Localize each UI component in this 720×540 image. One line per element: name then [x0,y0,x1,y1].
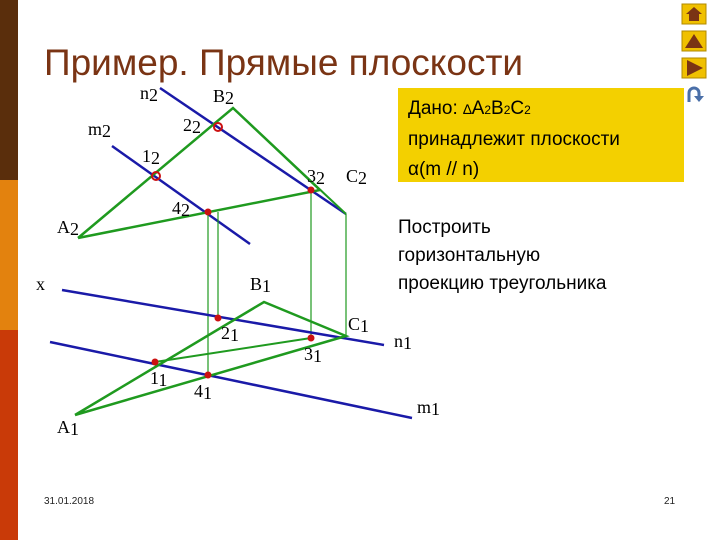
point-2-1 [214,314,222,322]
task-line-1: Построить [398,217,491,238]
point-4-1 [204,371,212,379]
return-icon [687,86,704,102]
next-button[interactable] [680,56,708,80]
label-a1: A1 [57,417,79,439]
alpha-symbol: α [408,159,419,180]
given-vertex-a: A [471,98,485,119]
given-box: Дано: ∆A2B2C2 принадлежит плоскости α(m … [398,88,684,182]
label-3-1: 31 [304,344,322,366]
triangle-edge-b2-c2 [232,107,347,215]
previous-button[interactable] [680,29,708,53]
triangle-symbol: ∆ [463,101,472,117]
line-m1 [49,340,413,420]
task-text: Построить горизонтальную проекцию треуго… [398,214,698,298]
label-1-1: 11 [150,368,167,390]
label-a2: A2 [57,217,79,239]
point-3-2 [307,186,315,194]
label-4-1: 41 [194,381,212,403]
label-1-2: 12 [142,146,160,168]
label-4-2: 42 [172,198,190,220]
line-n2 [159,86,347,216]
horizontal-line-1-3 [154,337,312,363]
label-m2: m2 [88,119,111,141]
slide-page-number: 21 [664,496,676,507]
line-m2 [111,144,251,246]
side-bar-segment-dark [0,0,18,180]
given-line-2: принадлежит плоскости [408,129,620,150]
navigation-buttons [680,2,710,110]
label-m1: m1 [417,397,440,419]
point-1-2 [151,171,161,181]
label-2-1: 21 [221,323,239,345]
label-c1: C1 [348,314,369,336]
label-n1: n1 [394,331,412,353]
label-n2: n2 [140,83,158,105]
label-c2: C2 [346,166,367,188]
given-index-a: 2 [484,103,492,117]
given-index-b: 2 [503,103,511,117]
return-button[interactable] [680,83,708,107]
label-3-2: 32 [307,166,325,188]
side-bar-segment-orange [0,180,18,330]
home-button[interactable] [680,2,708,26]
label-b1: B1 [250,274,271,296]
arrow-right-icon [681,57,707,79]
given-prefix: Дано: [408,98,464,119]
point-3-1 [307,334,315,342]
home-icon [681,3,707,25]
given-vertex-b: B [491,98,504,119]
given-index-c: 2 [524,103,531,117]
label-2-2: 22 [183,115,201,137]
task-line-2: горизонтальную [398,245,541,266]
given-vertex-c: C [510,98,525,119]
label-x: x [36,274,45,294]
given-line-1: Дано: ∆A2B2C2 [408,94,674,125]
side-bar-segment-red [0,330,18,540]
point-4-2 [204,208,212,216]
arrow-up-icon [681,30,707,52]
slide-date: 31.01.2018 [44,496,95,507]
axis-x [61,288,385,347]
task-line-3: проекцию треугольника [398,273,607,294]
slide-title: Пример. Прямые плоскости [44,42,524,83]
given-line-3: α(m // n) [408,155,674,185]
given-condition: (m // n) [418,159,480,180]
point-2-2 [213,122,223,132]
label-b2: B2 [213,86,234,108]
point-1-1 [151,358,159,366]
decorative-side-bar [0,0,18,540]
